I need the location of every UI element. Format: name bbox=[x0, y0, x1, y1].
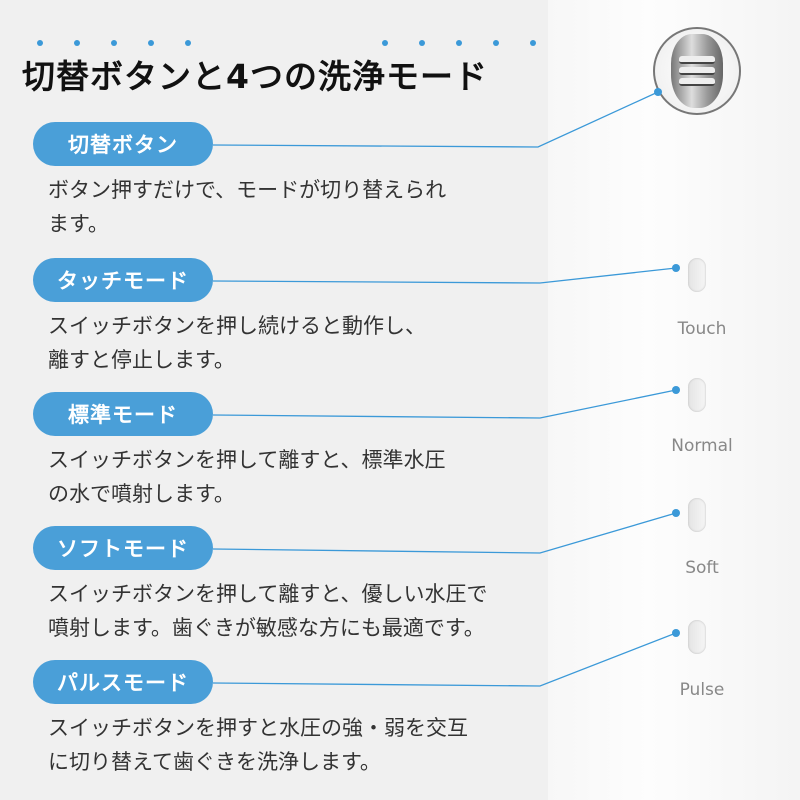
emphasis-dots bbox=[382, 40, 536, 46]
callout-dot bbox=[672, 386, 680, 394]
pulse-mode-label: パルスモード bbox=[33, 660, 213, 704]
pulse-label: Pulse bbox=[679, 680, 725, 700]
soft-label: Soft bbox=[685, 558, 719, 578]
soft-mode-desc: スイッチボタンを押して離すと、優しい水圧で噴射します。歯ぐきが敏感な方にも最適で… bbox=[48, 582, 488, 640]
callout-line bbox=[212, 91, 659, 148]
touch-mode-label: タッチモード bbox=[33, 258, 213, 302]
normal-mode-desc: スイッチボタンを押して離すと、標準水圧の水で噴射します。 bbox=[48, 448, 446, 506]
switch-button-closeup bbox=[653, 27, 741, 115]
emphasis-dots bbox=[37, 40, 191, 46]
callout-dot bbox=[672, 629, 680, 637]
callout-line bbox=[212, 632, 677, 687]
switch-button-desc: ボタン押すだけで、モードが切り替えられます。 bbox=[48, 178, 447, 236]
normal-mode-button bbox=[688, 378, 706, 412]
touch-label: Touch bbox=[677, 319, 727, 339]
callout-dot bbox=[672, 509, 680, 517]
normal-mode-label: 標準モード bbox=[33, 392, 213, 436]
touch-mode-button bbox=[688, 258, 706, 292]
normal-label: Normal bbox=[671, 436, 733, 456]
pulse-mode-button bbox=[688, 620, 706, 654]
callout-line bbox=[212, 389, 677, 419]
soft-mode-button bbox=[688, 498, 706, 532]
page-title: 切替ボタンと4つの洗浄モード bbox=[22, 57, 488, 96]
callout-line bbox=[212, 267, 677, 284]
touch-mode-desc: スイッチボタンを押し続けると動作し、離すと停止します。 bbox=[48, 314, 426, 372]
callout-line bbox=[212, 512, 677, 554]
callout-dot bbox=[672, 264, 680, 272]
callout-dot bbox=[654, 88, 662, 96]
switch-button-label: 切替ボタン bbox=[33, 122, 213, 166]
soft-mode-label: ソフトモード bbox=[33, 526, 213, 570]
pulse-mode-desc: スイッチボタンを押すと水圧の強・弱を交互に切り替えて歯ぐきを洗浄します。 bbox=[48, 716, 468, 774]
